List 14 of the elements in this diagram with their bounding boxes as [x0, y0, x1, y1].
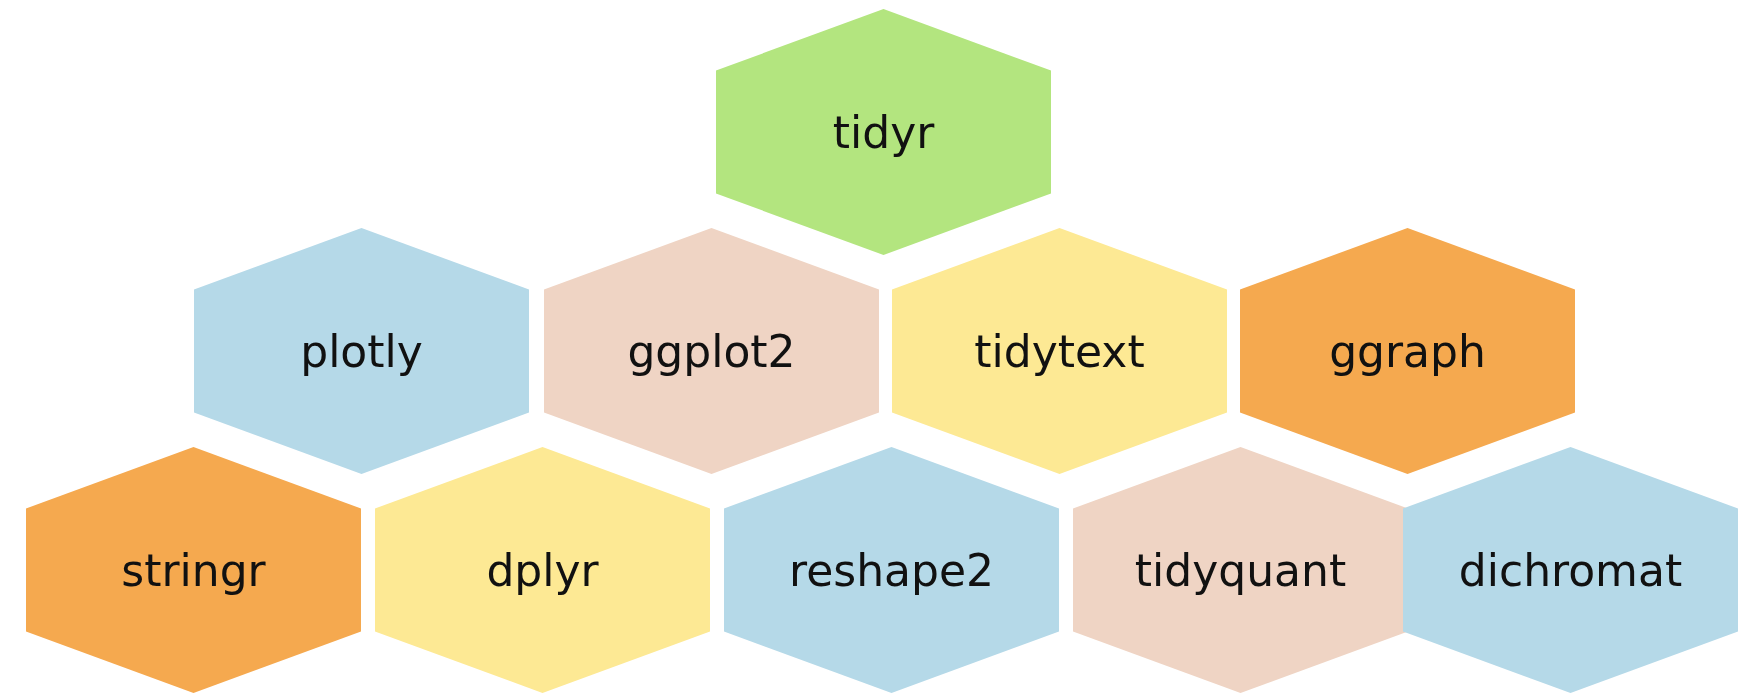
- package-name: tidyr: [832, 106, 935, 158]
- hexagon-tile: [1403, 447, 1738, 693]
- package-name: ggplot2: [627, 325, 796, 377]
- package-name: ggraph: [1329, 325, 1486, 377]
- package-name: dplyr: [486, 544, 599, 596]
- hexagon-tile: [375, 447, 710, 693]
- package-name: stringr: [121, 544, 266, 596]
- package-name: tidytext: [974, 325, 1145, 377]
- package-name: tidyquant: [1134, 544, 1347, 596]
- package-name: reshape2: [789, 544, 994, 596]
- hexagon-tile: [724, 447, 1059, 693]
- package-name: plotly: [300, 325, 423, 377]
- hexagon-tile: [26, 447, 361, 693]
- package-name: dichromat: [1458, 544, 1683, 596]
